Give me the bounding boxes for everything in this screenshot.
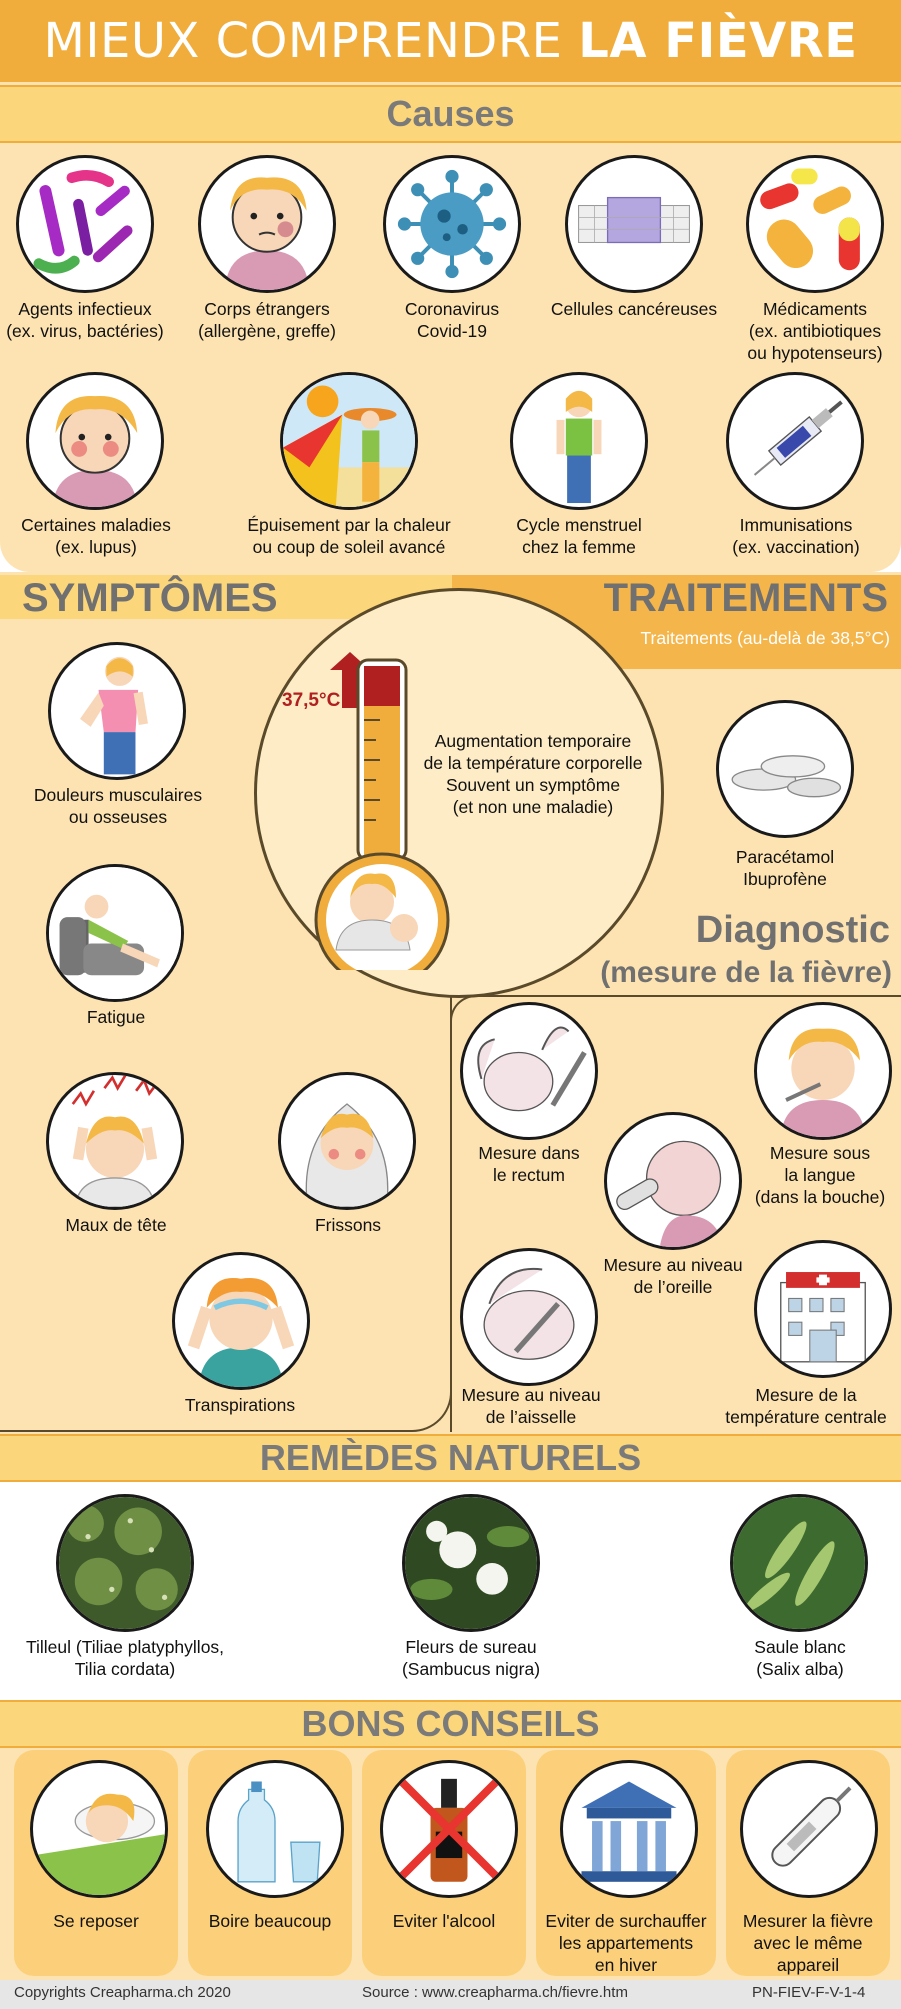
pills-icon (746, 155, 884, 293)
footer (0, 1980, 901, 2009)
footer-code: PN-FIEV-F-V-1-4 (752, 1984, 866, 2001)
remedes-band: REMÈDES NATURELS (0, 1434, 901, 1482)
ear-thermometer-icon (604, 1112, 742, 1250)
digital-thermometer-icon (740, 1760, 878, 1898)
remede-label-3: Saule blanc(Salix alba) (754, 1637, 846, 1679)
muscle-pain-icon (48, 642, 186, 780)
cause-label-4: Cellules cancéreuses (550, 299, 718, 319)
cancer-cells-icon (565, 155, 703, 293)
syringe-icon (726, 372, 864, 510)
hospital-icon (754, 1240, 892, 1378)
cause-label-1: Agents infectieux(ex. virus, bactéries) (6, 299, 164, 341)
conseil-label-1: Se reposer (53, 1911, 139, 1931)
symptomes-heading: SYMPTÔMES (22, 576, 278, 620)
conseil-label-2: Boire beaucoup (208, 1911, 332, 1931)
diagnostic-subheading: (mesure de la fièvre) (600, 956, 892, 989)
cause-label-9: Immunisations(ex. vaccination) (732, 515, 860, 557)
symptom-label-3: Maux de tête (65, 1215, 167, 1235)
sweating-icon (172, 1252, 310, 1390)
woman-icon (510, 372, 648, 510)
allergy-child-icon (198, 155, 336, 293)
chills-icon (278, 1072, 416, 1210)
footer-source: Source : www.creapharma.ch/fievre.htm (362, 1984, 628, 2001)
cause-label-2: Corps étrangers(allergène, greffe) (198, 299, 336, 341)
building-icon (560, 1760, 698, 1898)
traitements-subheading: Traitements (au-delà de 38,5°C) (640, 628, 890, 648)
conseil-label-3: Eviter l'alcool (392, 1911, 496, 1931)
footer-copyright: Copyrights Creapharma.ch 2020 (14, 1984, 231, 2001)
symptom-label-4: Frissons (314, 1215, 382, 1235)
page-title: MIEUX COMPRENDRE LA FIÈVRE (43, 13, 858, 69)
remede-label-1: Tilleul (Tiliae platyphyllos,Tilia corda… (25, 1637, 225, 1679)
water-bottle-icon (206, 1760, 344, 1898)
rectal-thermometer-icon (460, 1002, 598, 1140)
tablets-icon (716, 700, 854, 838)
beach-sun-icon (280, 372, 418, 510)
conseils-heading: BONS CONSEILS (301, 1703, 600, 1744)
sick-child-icon (26, 372, 164, 510)
sleeping-child-icon (30, 1760, 168, 1898)
cause-label-6: Certaines maladies(ex. lupus) (21, 515, 171, 557)
causes-band: Causes (0, 85, 901, 143)
coronavirus-icon (383, 155, 521, 293)
conseils-band: BONS CONSEILS (0, 1700, 901, 1748)
headache-icon (46, 1072, 184, 1210)
title-bar: MIEUX COMPRENDRE LA FIÈVRE (0, 0, 901, 82)
fatigue-icon (46, 864, 184, 1002)
linden-tree-icon (56, 1494, 194, 1632)
elderflower-icon (402, 1494, 540, 1632)
symptom-label-5: Transpirations (184, 1395, 296, 1415)
diagnostic-heading: Diagnostic (695, 909, 890, 951)
oral-thermometer-icon (754, 1002, 892, 1140)
no-alcohol-icon (380, 1760, 518, 1898)
willow-leaf-icon (730, 1494, 868, 1632)
traitements-heading: TRAITEMENTS (603, 576, 888, 620)
remedes-heading: REMÈDES NATURELS (259, 1437, 642, 1478)
bacteria-icon (16, 155, 154, 293)
temperature-label: 37,5°C (282, 690, 341, 711)
symptom-label-2: Fatigue (86, 1007, 146, 1027)
armpit-thermometer-icon (460, 1248, 598, 1386)
remede-label-2: Fleurs de sureau(Sambucus nigra) (401, 1637, 541, 1679)
causes-heading: Causes (386, 93, 515, 134)
thermometer-icon (300, 630, 460, 988)
